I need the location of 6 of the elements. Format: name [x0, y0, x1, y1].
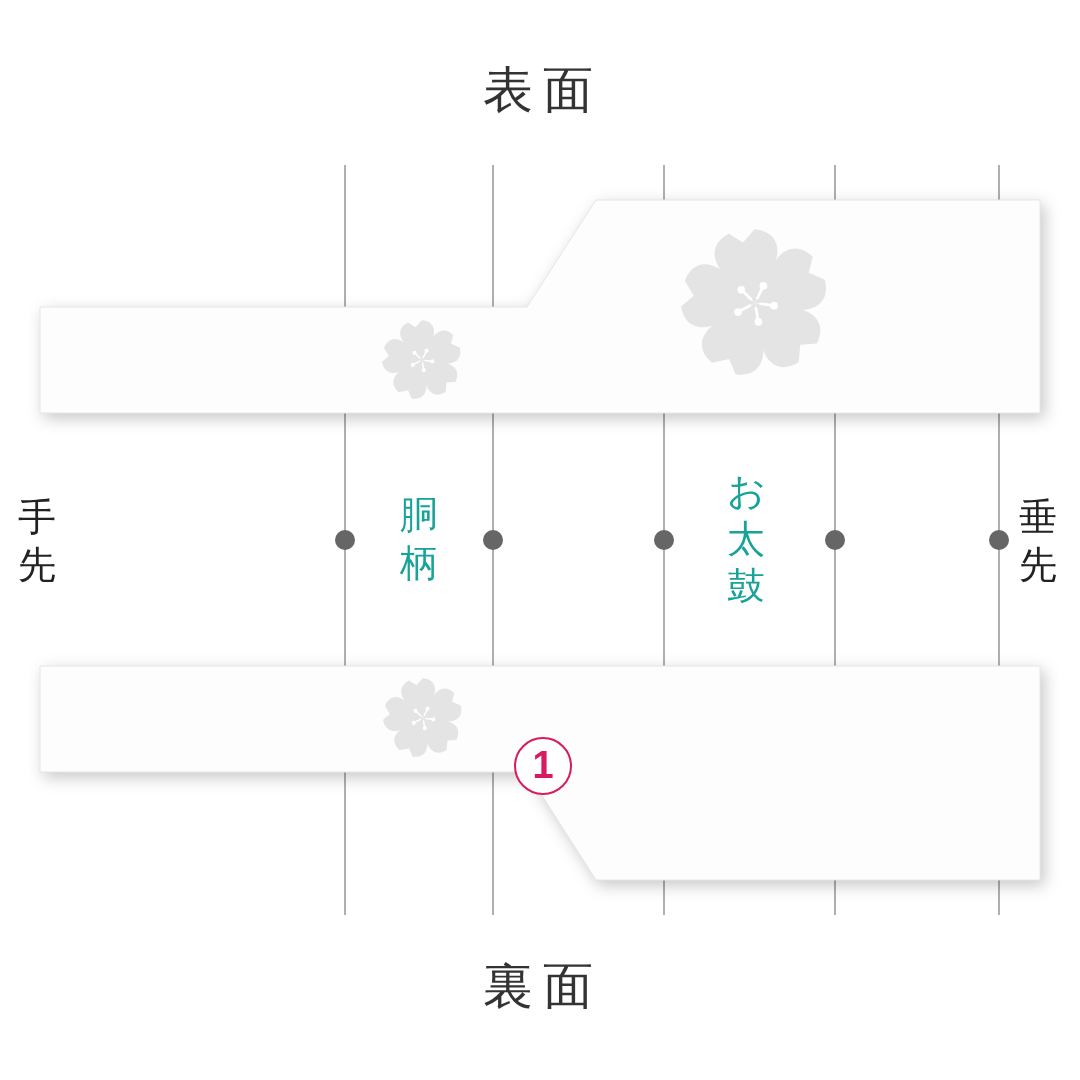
side-heading: 裏面	[482, 957, 603, 1016]
section-label: 手先	[18, 495, 56, 588]
section-label: 胴柄	[400, 493, 438, 586]
side-heading: 表面	[482, 61, 603, 120]
section-label: お太鼓	[727, 469, 765, 609]
section-label: 垂先	[1019, 495, 1057, 588]
